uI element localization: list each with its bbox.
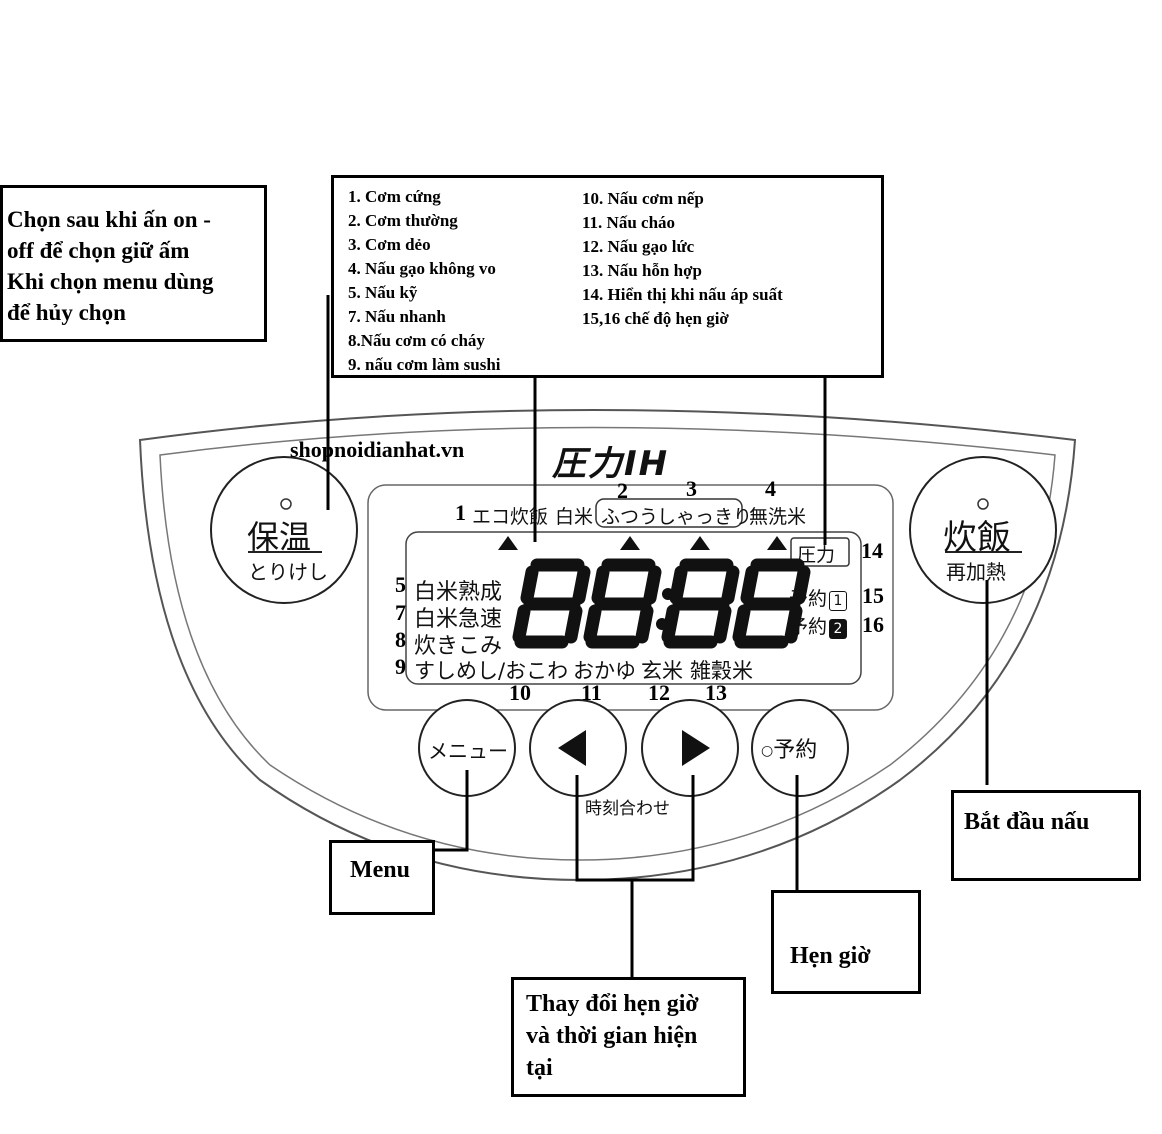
left-arrow-icon bbox=[558, 730, 586, 766]
right-arrow-icon bbox=[682, 730, 710, 766]
mode-label: 白米急速 bbox=[414, 607, 503, 632]
menu-list-item: 9. nấu cơm làm sushi bbox=[348, 355, 501, 374]
pressure-frame bbox=[790, 537, 850, 567]
number-label: 1 bbox=[455, 500, 466, 525]
number-label: 8 bbox=[395, 627, 406, 652]
cook-led bbox=[977, 498, 989, 510]
menu-list-item: 7. Nấu nhanh bbox=[348, 307, 446, 326]
callout-line: Thay đổi hẹn giờ bbox=[526, 991, 699, 1017]
number-label: 2 bbox=[617, 478, 628, 503]
menu-list-item: 8.Nấu cơm có cháy bbox=[348, 331, 485, 350]
mode-label: 炊きこみ bbox=[414, 634, 503, 659]
menu-list-item: 14. Hiển thị khi nấu áp suất bbox=[582, 285, 783, 304]
number-label: 10 bbox=[509, 680, 531, 705]
menu-list-item: 15,16 chế độ hẹn giờ bbox=[582, 309, 729, 328]
callout-text: Bắt đầu nấu bbox=[964, 809, 1090, 835]
number-label: 16 bbox=[862, 612, 884, 637]
reserve-button-label: 予約 bbox=[773, 738, 818, 763]
keep-warm-callout: Chọn sau khi ấn on - off để chọn giữ ấm … bbox=[0, 185, 267, 342]
cook-button-top[interactable]: 炊飯 bbox=[943, 518, 1011, 558]
reserve-led-icon: ○ bbox=[761, 743, 774, 759]
callout-line: Chọn sau khi ấn on - bbox=[7, 207, 211, 232]
callout-line: off để chọn giữ ấm bbox=[7, 238, 190, 263]
keep-warm-button-ring bbox=[210, 456, 358, 604]
reserve-button-ring bbox=[751, 699, 849, 797]
number-label: 5 bbox=[395, 572, 406, 597]
indicator-triangle bbox=[767, 536, 787, 550]
seven-segment-digits bbox=[512, 558, 811, 649]
callout-line: tại bbox=[526, 1055, 553, 1081]
callout-line: Khi chọn menu dùng bbox=[7, 269, 214, 294]
number-label: 4 bbox=[765, 476, 776, 501]
cook-button-bottom[interactable]: 再加熱 bbox=[946, 560, 1006, 584]
menu-list-item: 10. Nấu cơm nếp bbox=[582, 189, 704, 208]
callout-line: và thời gian hiện bbox=[526, 1023, 698, 1049]
number-label: 9 bbox=[395, 654, 406, 679]
keep-warm-button-top[interactable]: 保温 bbox=[247, 518, 312, 556]
rice-style-frame bbox=[595, 498, 743, 528]
mode-label: 白米熟成 bbox=[414, 580, 503, 605]
menu-list-item: 5. Nấu kỹ bbox=[348, 283, 418, 302]
callout-line: để hủy chọn bbox=[7, 300, 126, 325]
eco-cook-label: エコ炊飯 bbox=[472, 506, 549, 528]
menu-list-right: 10. Nấu cơm nếp 11. Nấu cháo 12. Nấu gạo… bbox=[582, 187, 783, 331]
connector-lines bbox=[326, 295, 989, 978]
reserve-label: 予約 bbox=[789, 588, 828, 610]
menu-list-item: 1. Cơm cứng bbox=[348, 187, 441, 206]
reserve-label: 予約 bbox=[789, 616, 828, 638]
mode-label: 雑穀米 bbox=[690, 659, 753, 683]
number-label: 12 bbox=[648, 680, 670, 705]
number-label: 15 bbox=[862, 583, 884, 608]
time-set-label: 時刻合わせ bbox=[585, 799, 670, 819]
mode-label: おかゆ bbox=[573, 659, 636, 683]
brand-logo: 圧力IH bbox=[552, 444, 670, 484]
keep-warm-led bbox=[280, 498, 292, 510]
pressure-label: 圧力 bbox=[797, 544, 836, 566]
indicator-triangle bbox=[620, 536, 640, 550]
colon-dot bbox=[656, 618, 668, 630]
menu-list-item: 13. Nấu hỗn hợp bbox=[582, 261, 702, 280]
menu-list-item: 3. Cơm dẻo bbox=[348, 235, 431, 254]
colon-dot bbox=[662, 588, 674, 600]
number-label: 11 bbox=[581, 680, 602, 705]
menu-callout: Menu bbox=[329, 840, 435, 915]
number-label: 7 bbox=[395, 600, 406, 625]
watermark: shopnoidianhat.vn bbox=[290, 437, 465, 462]
panel-inner-outline bbox=[159, 426, 1056, 861]
keep-warm-button-bottom[interactable]: とりけし bbox=[248, 560, 328, 584]
indicator-triangle bbox=[690, 536, 710, 550]
menu-list-item: 12. Nấu gạo lức bbox=[582, 237, 695, 256]
reserve2-number: 2 bbox=[829, 619, 848, 639]
timer-callout: Hẹn giờ bbox=[771, 890, 921, 994]
shakkiri-label: しゃっきり bbox=[657, 506, 753, 528]
number-label: 13 bbox=[705, 680, 727, 705]
number-label: 3 bbox=[686, 476, 697, 501]
cook-button-ring bbox=[909, 456, 1057, 604]
menu-list-left: 1. Cơm cứng 2. Cơm thường 3. Cơm dẻo 4. … bbox=[348, 185, 501, 377]
mode-label: 玄米 bbox=[641, 659, 683, 683]
start-cooking-callout: Bắt đầu nấu bbox=[951, 790, 1141, 881]
time-change-callout: Thay đổi hẹn giờ và thời gian hiện tại bbox=[511, 977, 746, 1097]
callout-text: Hẹn giờ bbox=[790, 943, 871, 969]
musenmai-label: 無洗米 bbox=[749, 506, 807, 528]
menu-list-item: 4. Nấu gạo không vo bbox=[348, 259, 496, 278]
reserve-button[interactable]: ○予約 bbox=[761, 732, 817, 764]
futsuu-label: ふつう bbox=[601, 506, 659, 528]
white-rice-label: 白米 bbox=[555, 506, 594, 528]
reserve1-number: 1 bbox=[829, 591, 848, 611]
callout-text: Menu bbox=[350, 857, 410, 883]
menu-button[interactable]: メニュー bbox=[428, 739, 508, 763]
indicator-triangle bbox=[498, 536, 518, 550]
menu-list-item: 11. Nấu cháo bbox=[582, 213, 676, 232]
menu-list-callout: 1. Cơm cứng 2. Cơm thường 3. Cơm dẻo 4. … bbox=[331, 175, 884, 378]
mode-label: すしめし/おこわ bbox=[414, 659, 569, 683]
menu-list-item: 2. Cơm thường bbox=[348, 211, 458, 230]
number-label: 14 bbox=[861, 538, 883, 563]
